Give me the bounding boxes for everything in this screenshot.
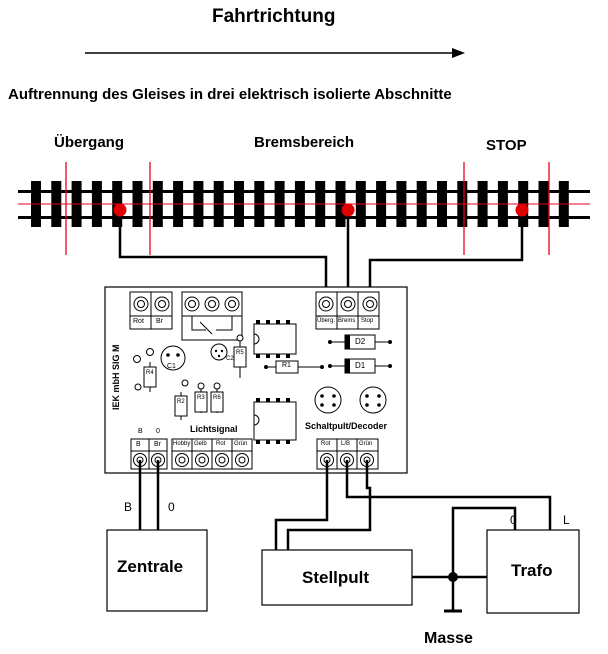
stellpult-box bbox=[261, 549, 413, 606]
track-feed-wires bbox=[118, 212, 524, 296]
resistor-r5 bbox=[233, 341, 247, 378]
trafo-label-l: L bbox=[563, 513, 570, 527]
wire-label-b: B bbox=[124, 500, 133, 514]
component-label: R1 bbox=[282, 362, 291, 369]
resistor-r1 bbox=[264, 360, 324, 374]
solder-pad bbox=[213, 382, 221, 390]
diode-d2 bbox=[328, 334, 392, 350]
component-label: C2 bbox=[226, 356, 234, 362]
ic-chip-lower bbox=[253, 398, 297, 444]
device-trafo: Trafo bbox=[511, 561, 553, 580]
terminal-label: Gelb bbox=[194, 441, 207, 447]
terminal-label: Grün bbox=[234, 441, 248, 447]
terminal-label: Rot bbox=[216, 441, 226, 447]
connector-left bbox=[314, 386, 342, 414]
resistor-r3 bbox=[194, 389, 208, 413]
direction-arrow bbox=[85, 48, 465, 58]
solder-pad bbox=[181, 379, 189, 387]
title: Fahrtrichtung bbox=[212, 6, 336, 27]
terminal-label: B bbox=[138, 428, 143, 435]
resistor-r4 bbox=[143, 362, 157, 392]
resistor-r2 bbox=[174, 392, 188, 420]
device-zentrale: Zentrale bbox=[117, 557, 184, 576]
diode-d1 bbox=[328, 358, 392, 374]
terminal-label: B bbox=[136, 441, 141, 448]
control-board bbox=[104, 286, 408, 474]
component-label: D1 bbox=[355, 361, 366, 370]
terminal-label: Hobby bbox=[173, 441, 191, 447]
section-label-uebergang: Übergang bbox=[54, 134, 125, 151]
track-rails bbox=[18, 190, 590, 219]
solder-pad bbox=[197, 382, 205, 390]
solder-pad bbox=[146, 348, 154, 356]
solder-pad bbox=[236, 334, 244, 342]
output-wires bbox=[138, 460, 552, 611]
terminal-label: L/B bbox=[341, 441, 351, 447]
component-label: R6 bbox=[213, 395, 221, 401]
component-label: R5 bbox=[236, 350, 244, 356]
terminal-label: Br bbox=[156, 318, 163, 325]
solder-pad bbox=[134, 383, 142, 391]
feed-points bbox=[113, 203, 529, 217]
component-label: R4 bbox=[146, 370, 154, 376]
junction-dot bbox=[448, 572, 458, 582]
terminal-label: 0 bbox=[156, 428, 160, 435]
terminal-label: Rot bbox=[133, 318, 144, 325]
terminal-label: Br bbox=[154, 441, 161, 448]
terminal-label: Stop bbox=[361, 318, 374, 324]
resistor-r6 bbox=[210, 389, 224, 413]
terminal-block-track bbox=[315, 291, 380, 330]
capacitor-c1 bbox=[160, 345, 186, 371]
component-c2 bbox=[210, 343, 228, 361]
relay-terminal-block bbox=[181, 291, 243, 341]
subtitle: Auftrennung des Gleises in drei elektris… bbox=[8, 86, 452, 103]
terminal-label: Grün bbox=[359, 441, 373, 447]
trafo-box bbox=[486, 529, 580, 614]
board-name: IEK mbH SIG M bbox=[111, 344, 121, 410]
terminal-block-lichtsignal bbox=[171, 438, 253, 470]
terminal-label: Rot bbox=[321, 441, 331, 447]
section-label-stop: STOP bbox=[486, 137, 527, 154]
terminal-block-top-left bbox=[129, 291, 173, 330]
trafo-label-zero: 0 bbox=[510, 513, 517, 527]
section-label-bremsbereich: Bremsbereich bbox=[254, 134, 355, 151]
terminal-label: Brems bbox=[338, 318, 356, 324]
label-schaltpult: Schaltpult/Decoder bbox=[305, 421, 388, 431]
connector-right bbox=[359, 386, 387, 414]
label-masse: Masse bbox=[424, 630, 473, 647]
component-label: R2 bbox=[177, 399, 185, 405]
component-label: D2 bbox=[355, 337, 366, 346]
component-label: C1 bbox=[167, 363, 176, 370]
component-label: R3 bbox=[197, 395, 205, 401]
label-lichtsignal: Lichtsignal bbox=[190, 424, 238, 434]
terminal-label: Überg. bbox=[317, 318, 336, 324]
ic-chip-upper bbox=[253, 320, 297, 358]
wire-label-zero: 0 bbox=[168, 500, 175, 514]
solder-pad bbox=[133, 355, 141, 363]
zentrale-box bbox=[106, 529, 208, 612]
insulation-gaps bbox=[65, 162, 550, 255]
device-stellpult: Stellpult bbox=[302, 568, 370, 587]
